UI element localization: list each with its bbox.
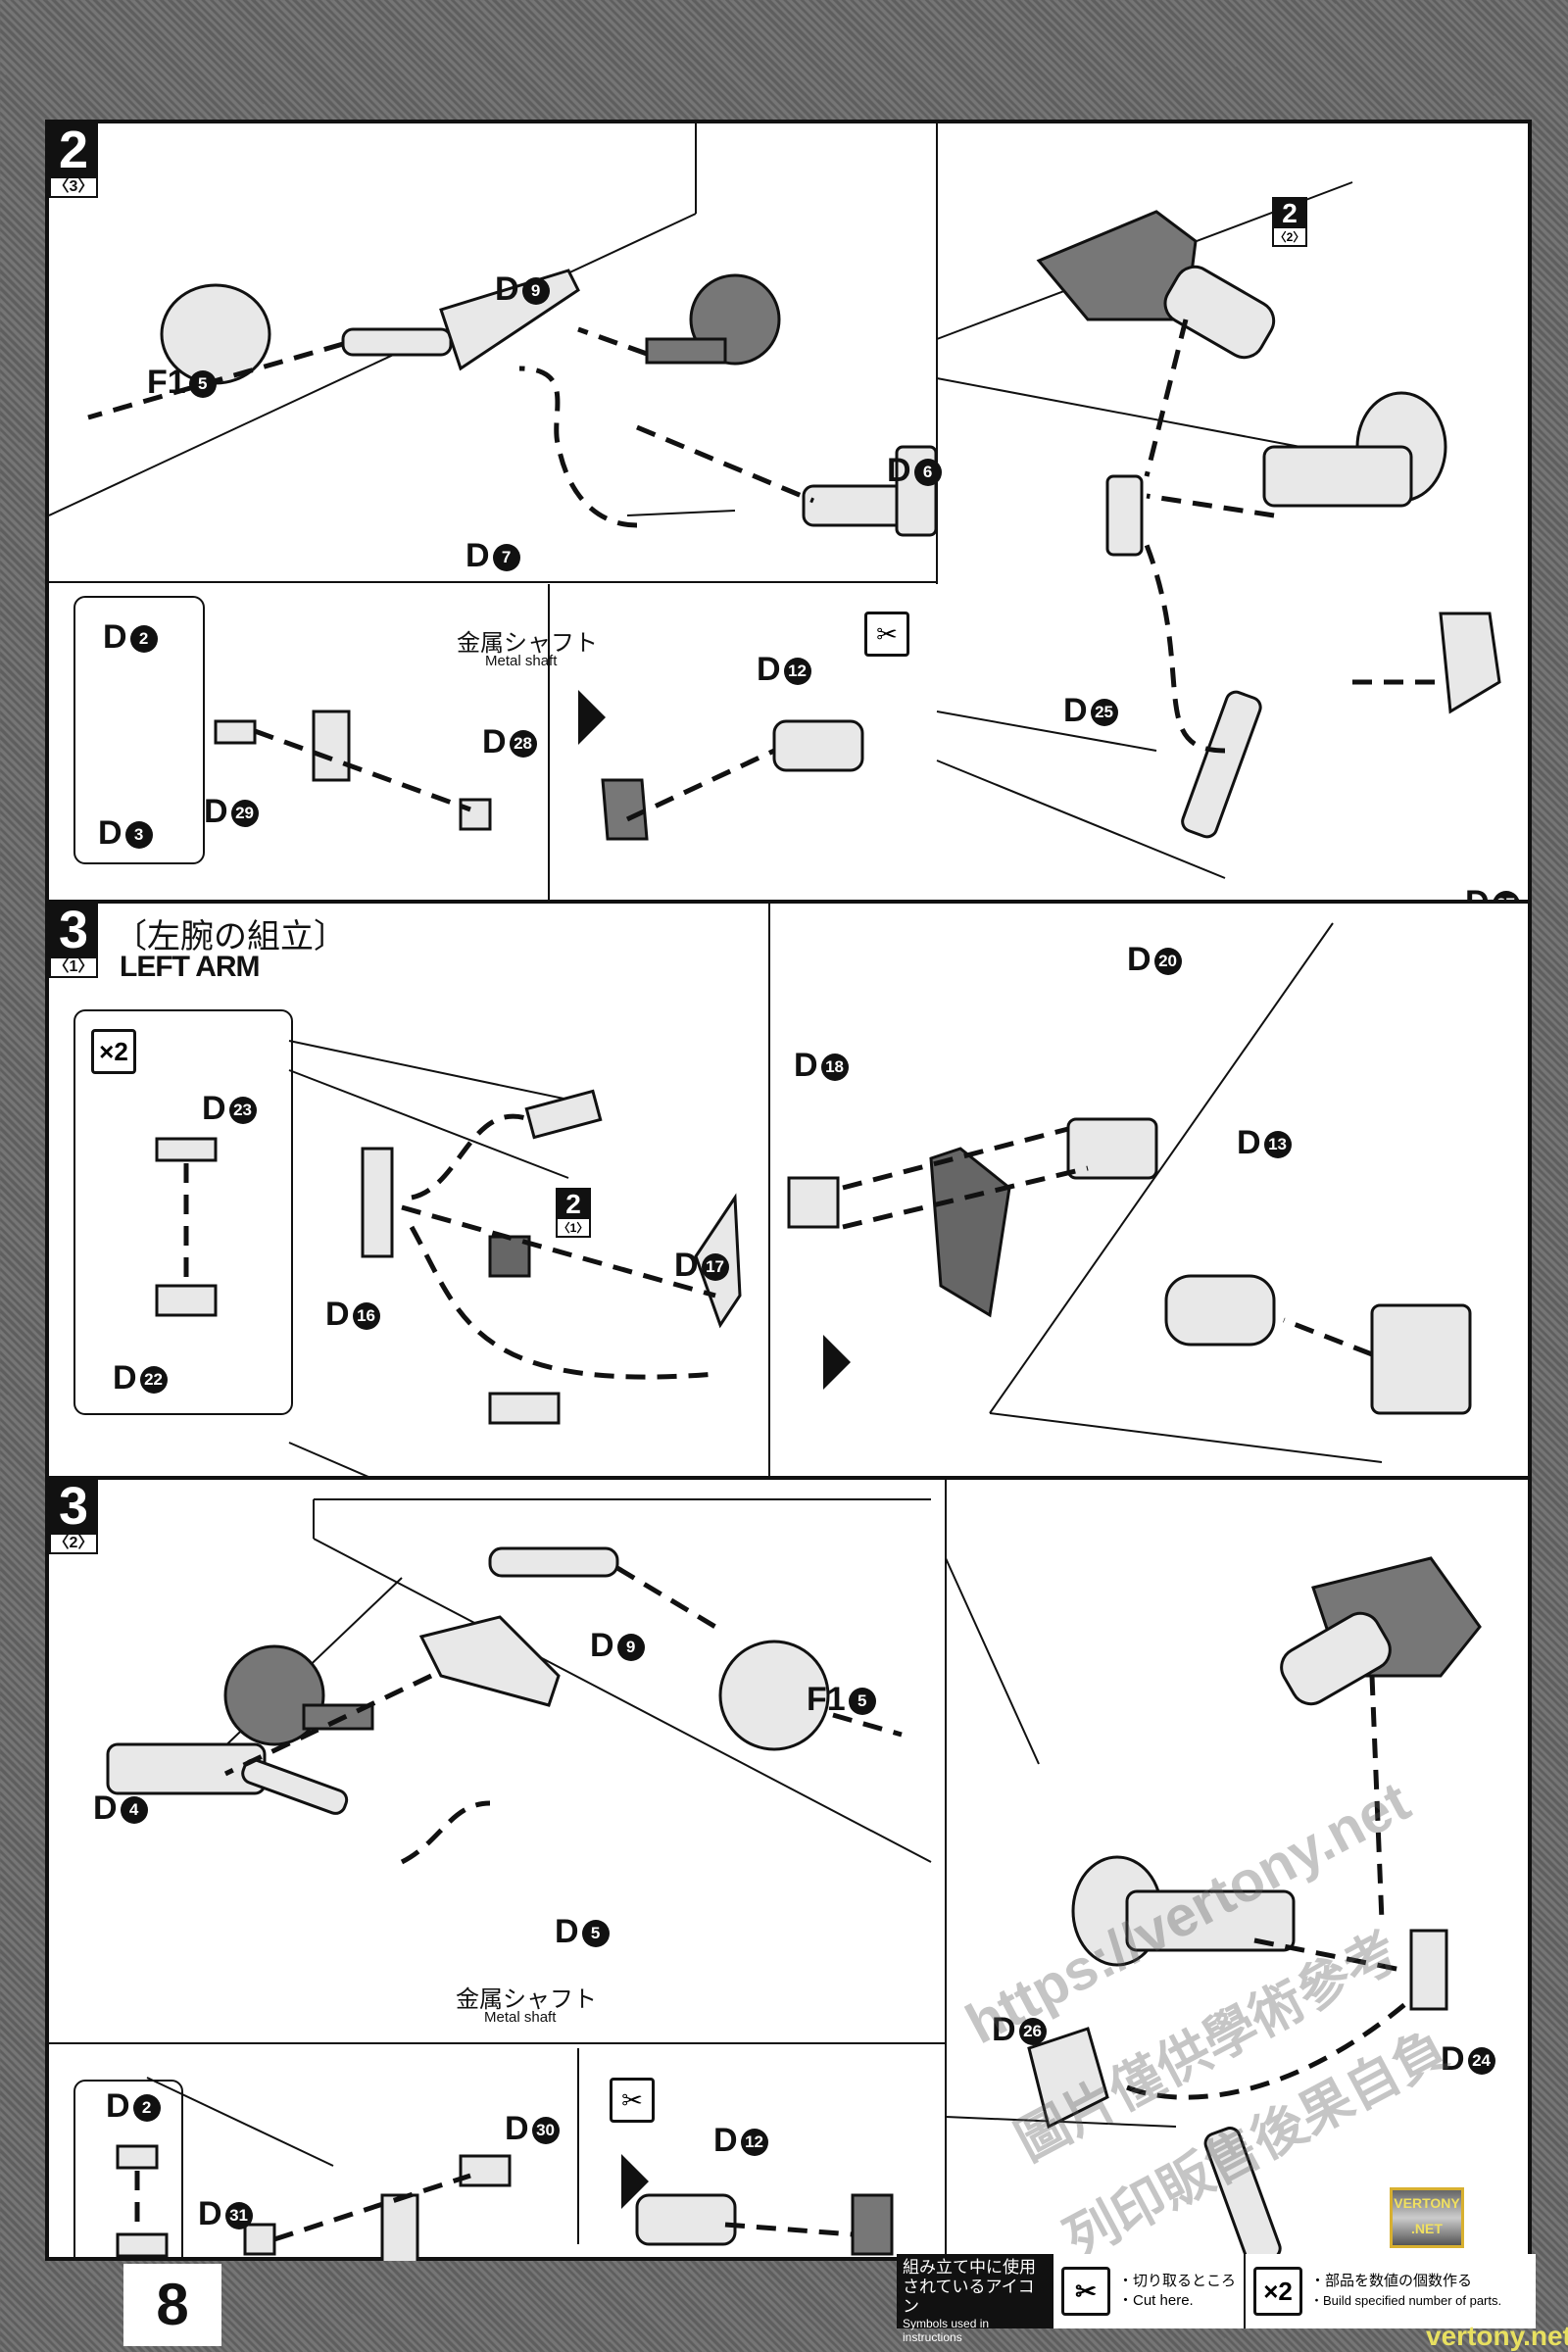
step-number: 3 [58,1480,89,1536]
step-number: 3 [58,904,89,959]
legend-item-build-count: ×2 ・部品を数値の個数作る・Build specified number of… [1246,2254,1509,2328]
step-badge: 3〈2〉 [49,1480,98,1554]
section-title-jp: 〔左腕の組立〕 [114,918,347,956]
section-step-3-1: 3〈1〉 〔左腕の組立〕 LEFT ARM [49,904,1528,1480]
next-arrow-icon [621,2154,649,2209]
step-sub: 〈2〉 [49,1533,98,1554]
page-number: 8 [123,2264,221,2346]
section-step-2-3: 2〈3〉 [49,123,1528,904]
part-label-d27: D27 [1465,884,1520,900]
step-reference-2-1: 2〈1〉 [556,1188,591,1238]
cut-label-en: ・Cut here. [1118,2292,1194,2309]
legend-heading: 組み立て中に使用されているアイコン Symbols used in instru… [897,2254,1054,2344]
next-arrow-icon [823,1335,851,1390]
legend-heading-en: Symbols used in instructions [903,2317,990,2344]
x2-badge: ×2 [91,1029,136,1074]
build-label-jp: ・部品を数値の個数作る [1310,2273,1473,2289]
next-arrow-icon [578,690,606,745]
build-label-en: ・Build specified number of parts. [1310,2293,1502,2308]
parts-diagram [49,1480,1482,2261]
section-step-3-2: 3〈2〉 [49,1480,1528,2261]
step-sub: 〈3〉 [49,176,98,198]
step-reference-2-2: 2〈2〉 [1272,197,1307,247]
vertony-logo: VERTONY.NET [1390,2187,1464,2248]
cut-label-jp: ・切り取るところ [1118,2273,1237,2289]
parts-diagram [155,904,1472,1476]
step-sub: 〈1〉 [49,956,98,978]
legend-heading-jp: 組み立て中に使用されているアイコン [903,2258,1036,2316]
x2-icon: ×2 [1253,2267,1303,2316]
nippers-icon: ✂ [1061,2267,1110,2316]
metal-shaft-label-jp: 金属シャフト [456,1986,597,2013]
nippers-icon: ✂ [610,2078,655,2123]
step-badge: 3〈1〉 [49,904,98,978]
symbols-legend: 組み立て中に使用されているアイコン Symbols used in instru… [897,2254,1536,2344]
watermark-footer: vertony.net [1426,2321,1568,2351]
metal-shaft-label-jp: 金属シャフト [457,630,598,657]
section-title-en: LEFT ARM [120,951,261,983]
step-badge: 2〈3〉 [49,123,98,198]
nippers-icon: ✂ [864,612,909,657]
sub-assembly-box [74,1009,293,1415]
metal-shaft-label-en: Metal shaft [484,2009,557,2026]
legend-item-cut: ✂ ・切り取るところ・Cut here. [1054,2254,1247,2328]
instruction-sheet: 2〈3〉 [45,120,1532,2261]
step-number: 2 [58,123,89,179]
sub-assembly-box [74,2080,183,2261]
metal-shaft-label-en: Metal shaft [485,653,558,669]
